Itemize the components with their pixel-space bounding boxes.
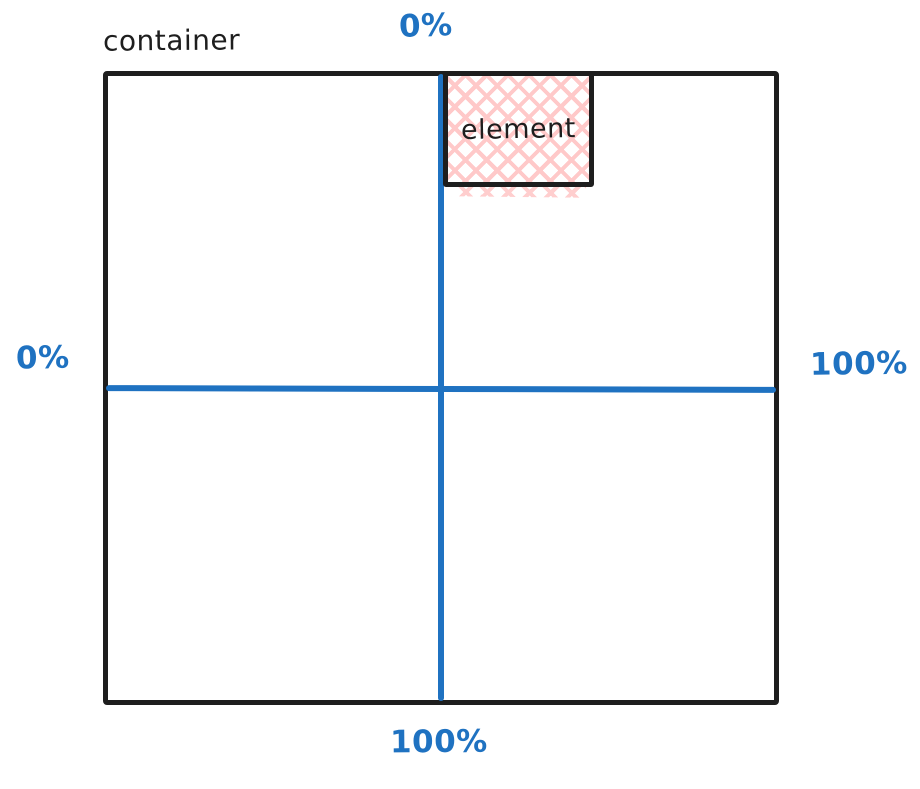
element-label: element [460,112,577,146]
container-label: container [102,23,241,58]
container-box [103,71,779,705]
axis-label-right: 100% [809,345,909,383]
axis-label-top: 0% [398,7,454,45]
element-box: element [443,71,594,187]
axis-label-bottom: 100% [389,723,488,761]
axis-label-left: 0% [15,339,70,377]
